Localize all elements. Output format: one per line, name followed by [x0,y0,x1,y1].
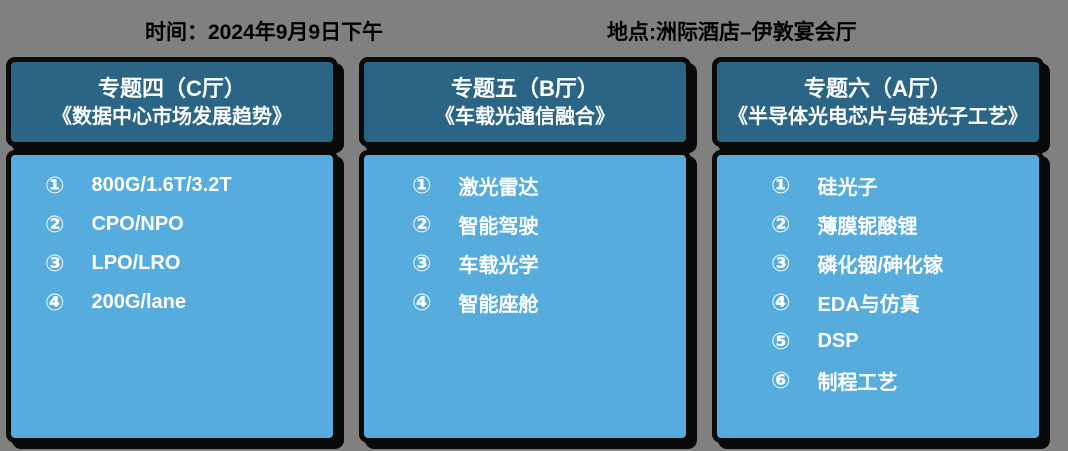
topic-title: 专题五（B厅） [451,75,599,101]
item-number: ① [45,172,65,198]
agenda-item: ③ 磷化铟/砷化镓 [717,244,1039,283]
agenda-item: ⑥ 制程工艺 [717,361,1039,400]
item-label: 制程工艺 [817,372,898,394]
topic-title: 专题六（A厅） [804,75,952,101]
agenda-item: ⑤ DSP [717,322,1039,361]
item-label: 薄膜铌酸锂 [817,216,918,238]
topic-card-body: ① 800G/1.6T/3.2T ② CPO/NPO ③ LPO/LRO ④ 2… [6,150,338,443]
agenda-item: ② 智能驾驶 [364,205,686,244]
item-label: 智能驾驶 [458,216,539,238]
item-number: ③ [412,250,432,276]
agenda-item: ① 激光雷达 [364,166,686,205]
item-number: ① [771,172,791,198]
item-number: ② [45,211,65,237]
topic-subtitle: 《半导体光电芯片与硅光子工艺》 [728,105,1028,128]
location-label: 地点:洲际酒店–伊敦宴会厅 [607,21,857,44]
agenda-item: ③ 车载光学 [364,244,686,283]
item-label: 800G/1.6T/3.2T [91,174,232,196]
agenda-item: ① 硅光子 [717,166,1039,205]
topic-card-header: 专题四（C厅） 《数据中心市场发展趋势》 [6,57,338,147]
agenda-item: ② CPO/NPO [11,205,333,244]
item-number: ② [412,211,432,237]
item-number: ④ [412,289,432,315]
topic-card-body: ① 硅光子 ② 薄膜铌酸锂 ③ 磷化铟/砷化镓 ④ EDA与仿真 ⑤ DSP ⑥… [712,150,1044,443]
topic-card-header: 专题五（B厅） 《车载光通信融合》 [359,57,691,147]
item-number: ③ [45,250,65,276]
item-number: ⑤ [771,328,791,354]
item-label: 车载光学 [458,255,539,277]
item-label: 200G/lane [91,291,186,313]
item-number: ⑥ [771,367,791,393]
agenda-item: ④ EDA与仿真 [717,283,1039,322]
topic-subtitle: 《车载光通信融合》 [435,105,615,128]
item-label: 磷化铟/砷化镓 [817,255,944,277]
item-number: ③ [771,250,791,276]
item-label: EDA与仿真 [817,294,920,316]
item-number: ④ [771,289,791,315]
agenda-item: ④ 200G/lane [11,283,333,322]
item-label: CPO/NPO [91,213,184,235]
agenda-item: ④ 智能座舱 [364,283,686,322]
item-label: 硅光子 [817,177,878,199]
item-label: 智能座舱 [458,294,539,316]
topic-card: 专题四（C厅） 《数据中心市场发展趋势》 ① 800G/1.6T/3.2T ② … [6,57,338,443]
topic-cards-row: 专题四（C厅） 《数据中心市场发展趋势》 ① 800G/1.6T/3.2T ② … [6,57,1044,443]
item-label: DSP [817,330,859,352]
topic-card: 专题六（A厅） 《半导体光电芯片与硅光子工艺》 ① 硅光子 ② 薄膜铌酸锂 ③ … [712,57,1044,443]
topic-card-body: ① 激光雷达 ② 智能驾驶 ③ 车载光学 ④ 智能座舱 [359,150,691,443]
topic-title: 专题四（C厅） [98,75,246,101]
item-number: ① [412,172,432,198]
item-number: ④ [45,289,65,315]
topic-subtitle: 《数据中心市场发展趋势》 [52,105,292,128]
agenda-item: ① 800G/1.6T/3.2T [11,166,333,205]
agenda-item: ③ LPO/LRO [11,244,333,283]
item-label: LPO/LRO [91,252,181,274]
topic-card-header: 专题六（A厅） 《半导体光电芯片与硅光子工艺》 [712,57,1044,147]
agenda-item: ② 薄膜铌酸锂 [717,205,1039,244]
item-number: ② [771,211,791,237]
topic-card: 专题五（B厅） 《车载光通信融合》 ① 激光雷达 ② 智能驾驶 ③ 车载光学 ④… [359,57,691,443]
item-label: 激光雷达 [458,177,539,199]
time-label: 时间：2024年9月9日下午 [145,21,384,44]
